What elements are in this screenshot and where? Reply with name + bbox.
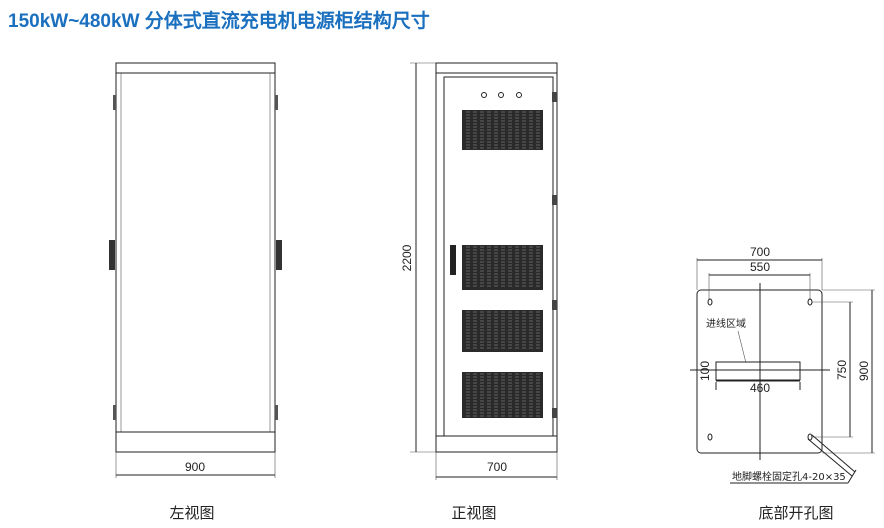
bolt-note: 地脚螺栓固定孔4-20×35 [732, 470, 846, 483]
door-handle-icon [450, 245, 456, 275]
left-view: 900 左视图 [109, 62, 282, 522]
front-height-dim: 2200 [400, 244, 414, 271]
bottom-view-caption: 底部开孔图 [758, 504, 833, 522]
depth-dim: 900 [857, 361, 871, 381]
cable-area-height-dim: 100 [698, 361, 712, 381]
vent-grille [462, 245, 543, 290]
bottom-width-dim: 700 [750, 245, 770, 259]
vent-grille [462, 310, 543, 352]
front-view: 2200 700 正视图 [400, 62, 558, 522]
left-width-dim: 900 [185, 460, 205, 474]
cable-entry-area [715, 361, 801, 381]
front-width-dim: 700 [487, 460, 507, 474]
bolt-hole-icon [707, 298, 713, 306]
cable-area-width-dim: 460 [750, 381, 770, 395]
left-view-caption: 左视图 [169, 504, 214, 522]
vent-grilles [462, 110, 543, 418]
hole-spacing-y-dim: 750 [835, 360, 849, 380]
bottom-view: 700 550 460 100 进线区域 750 900 地脚螺栓固定孔4-20… [690, 245, 875, 522]
hole-spacing-x-dim: 550 [750, 260, 770, 274]
hinge-icon [109, 240, 115, 270]
page-title: 150kW~480kW 分体式直流充电机电源柜结构尺寸 [8, 11, 430, 32]
bolt-hole-icon [707, 433, 713, 441]
front-view-caption: 正视图 [451, 504, 496, 522]
hinge-icon [276, 240, 282, 270]
cable-area-label: 进线区域 [706, 317, 746, 330]
